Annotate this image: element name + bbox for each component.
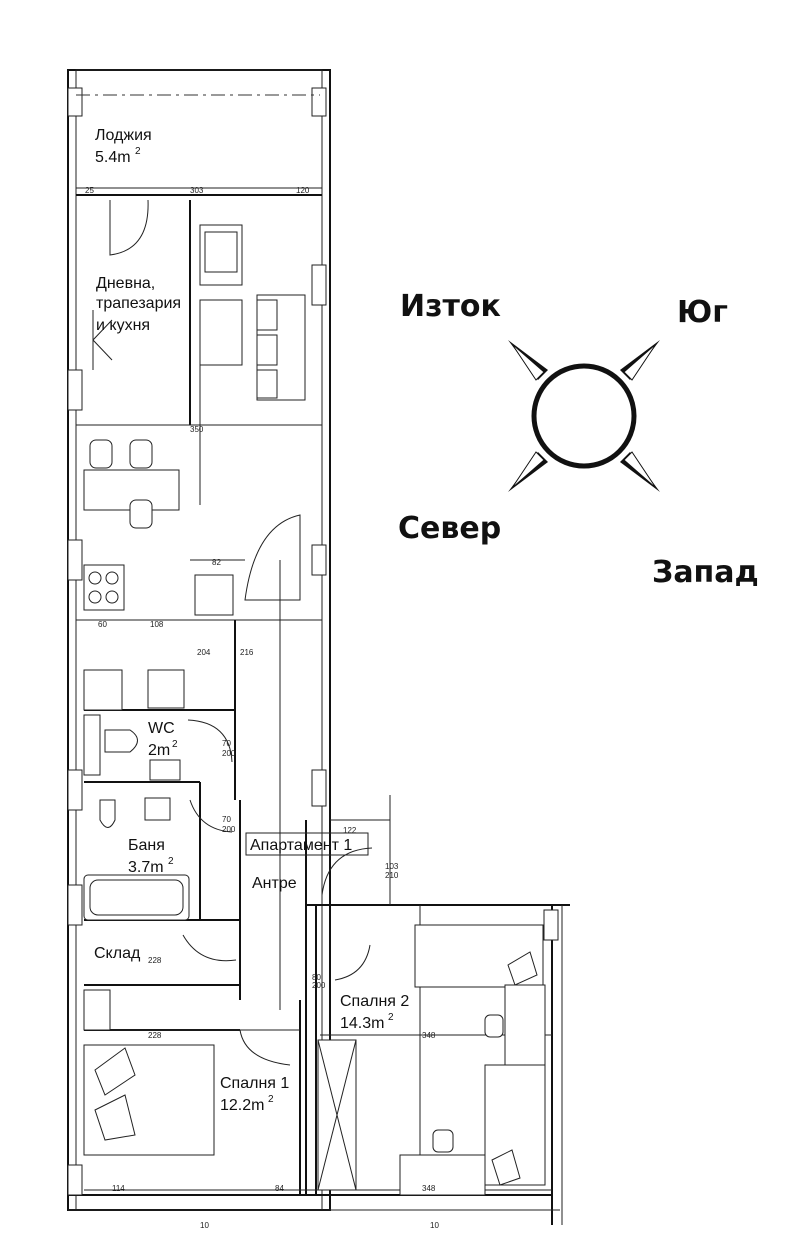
loggia-area-sup: 2 [135,146,141,157]
window-markers [67,87,559,1196]
bath-area-sup: 2 [168,856,174,867]
dim-label: 122 [343,826,357,835]
bedroom2-area-sup: 2 [388,1012,394,1023]
bedroom1-name: Спалня 1 [220,1075,289,1092]
loggia-area: 5.4m [95,149,131,166]
bath-toilet [99,799,116,828]
dim-label: 70 [222,739,231,748]
wc-sink [149,759,181,781]
dim-label: 216 [240,648,254,657]
dim-label: 84 [275,1184,284,1193]
dim-label: 204 [197,648,211,657]
dim-label: 70 [222,815,231,824]
doors [109,199,373,1066]
dim-label: 200 [222,825,236,834]
bathtub-inner [89,879,184,916]
living-label-line1: Дневна, [96,275,155,292]
compass-rose [508,340,660,492]
wc-area: 2m [148,742,170,759]
dim-label: 210 [385,871,399,880]
desk-3 [399,1154,486,1196]
wc-cabinet [83,714,101,776]
desk-3-pillow [491,1149,521,1186]
bedroom2-area: 14.3m [340,1015,384,1032]
living-label-line3: и кухня [96,317,150,334]
dim-label: 120 [296,186,310,195]
bed-1-pillows [94,1047,136,1141]
bath-sink [144,797,171,821]
dim-label: 348 [422,1184,436,1193]
dim-label: 10 [200,1221,209,1230]
bath-name: Баня [128,837,165,854]
desk-2 [504,984,546,1066]
wardrobe-1-cross-b [317,1039,357,1191]
compass-west: Запад [652,555,759,590]
bed-2-pillow [507,951,538,986]
fridge [194,574,234,616]
dim-label: 103 [385,862,399,871]
bed-1-nightstand [83,989,111,1031]
compass-south: Юг [677,295,728,330]
compass-north: Север [398,511,501,546]
bedroom1-area-sup: 2 [268,1094,274,1105]
dim-label: 108 [150,620,164,629]
outer-walls [67,69,570,1225]
dim-label: 82 [212,558,221,567]
bedroom1-area: 12.2m [220,1097,264,1114]
living-label-line2: трапезария [96,295,181,312]
desk-2-chair [484,1014,504,1038]
apartment-label-box [245,832,369,856]
loggia-name: Лоджия [95,127,152,144]
bed-1 [83,1044,215,1156]
bedroom2-name: Спалня 2 [340,993,409,1010]
dim-label: 200 [222,749,236,758]
toilet [104,729,138,753]
apartment-name: Апартамент 1 [250,837,352,854]
hall-name: Антре [252,875,297,892]
dim-label: 303 [190,186,204,195]
dim-label: 348 [422,1031,436,1040]
armchair-seat [204,231,238,273]
dim-label: 228 [148,1031,162,1040]
compass-east: Изток [400,289,501,324]
bathtub [83,874,190,921]
desk-3-chair [432,1129,454,1153]
bath-area: 3.7m [128,859,164,876]
dim-label: 80 [312,973,321,982]
dim-label: 114 [112,1184,125,1193]
sofa [256,294,306,401]
dim-label: 25 [85,186,94,195]
stove-burners [88,571,119,604]
dining-chairs [89,439,153,529]
dim-label: 200 [312,981,326,990]
kitchen-sink [147,669,185,709]
coffee-table [199,299,243,366]
wc-area-sup: 2 [172,739,178,750]
dim-label: 350 [190,425,204,434]
tv-stand [92,310,113,370]
dim-label: 10 [430,1221,439,1230]
dim-label: 228 [148,956,162,965]
dim-label: 60 [98,620,107,629]
wc-name: WC [148,720,175,737]
kitchen-cabinet [83,669,123,711]
stove [83,564,125,611]
storage-name: Склад [94,945,141,962]
